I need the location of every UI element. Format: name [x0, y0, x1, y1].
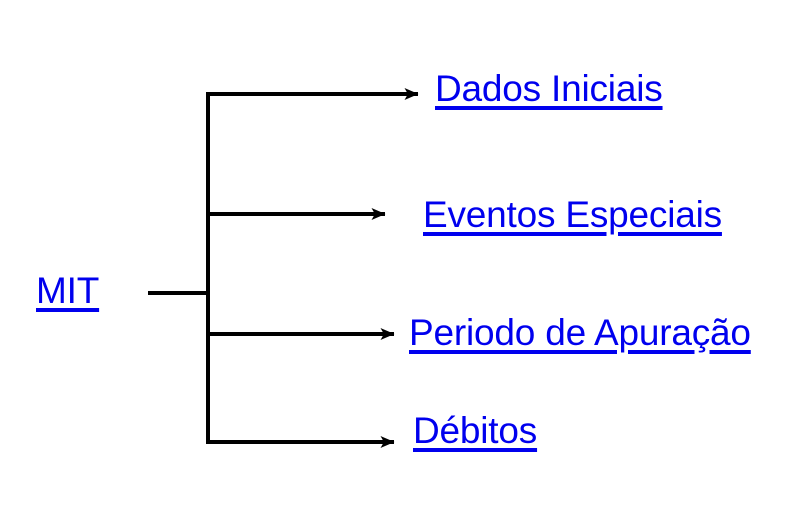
node-eventos-especiais[interactable]: Eventos Especiais — [423, 194, 722, 235]
node-root-mit[interactable]: MIT — [36, 270, 100, 311]
node-dados-iniciais[interactable]: Dados Iniciais — [435, 68, 663, 109]
node-periodo-de-apuracao[interactable]: Periodo de Apuração — [409, 312, 751, 353]
node-debitos[interactable]: Débitos — [413, 410, 538, 451]
